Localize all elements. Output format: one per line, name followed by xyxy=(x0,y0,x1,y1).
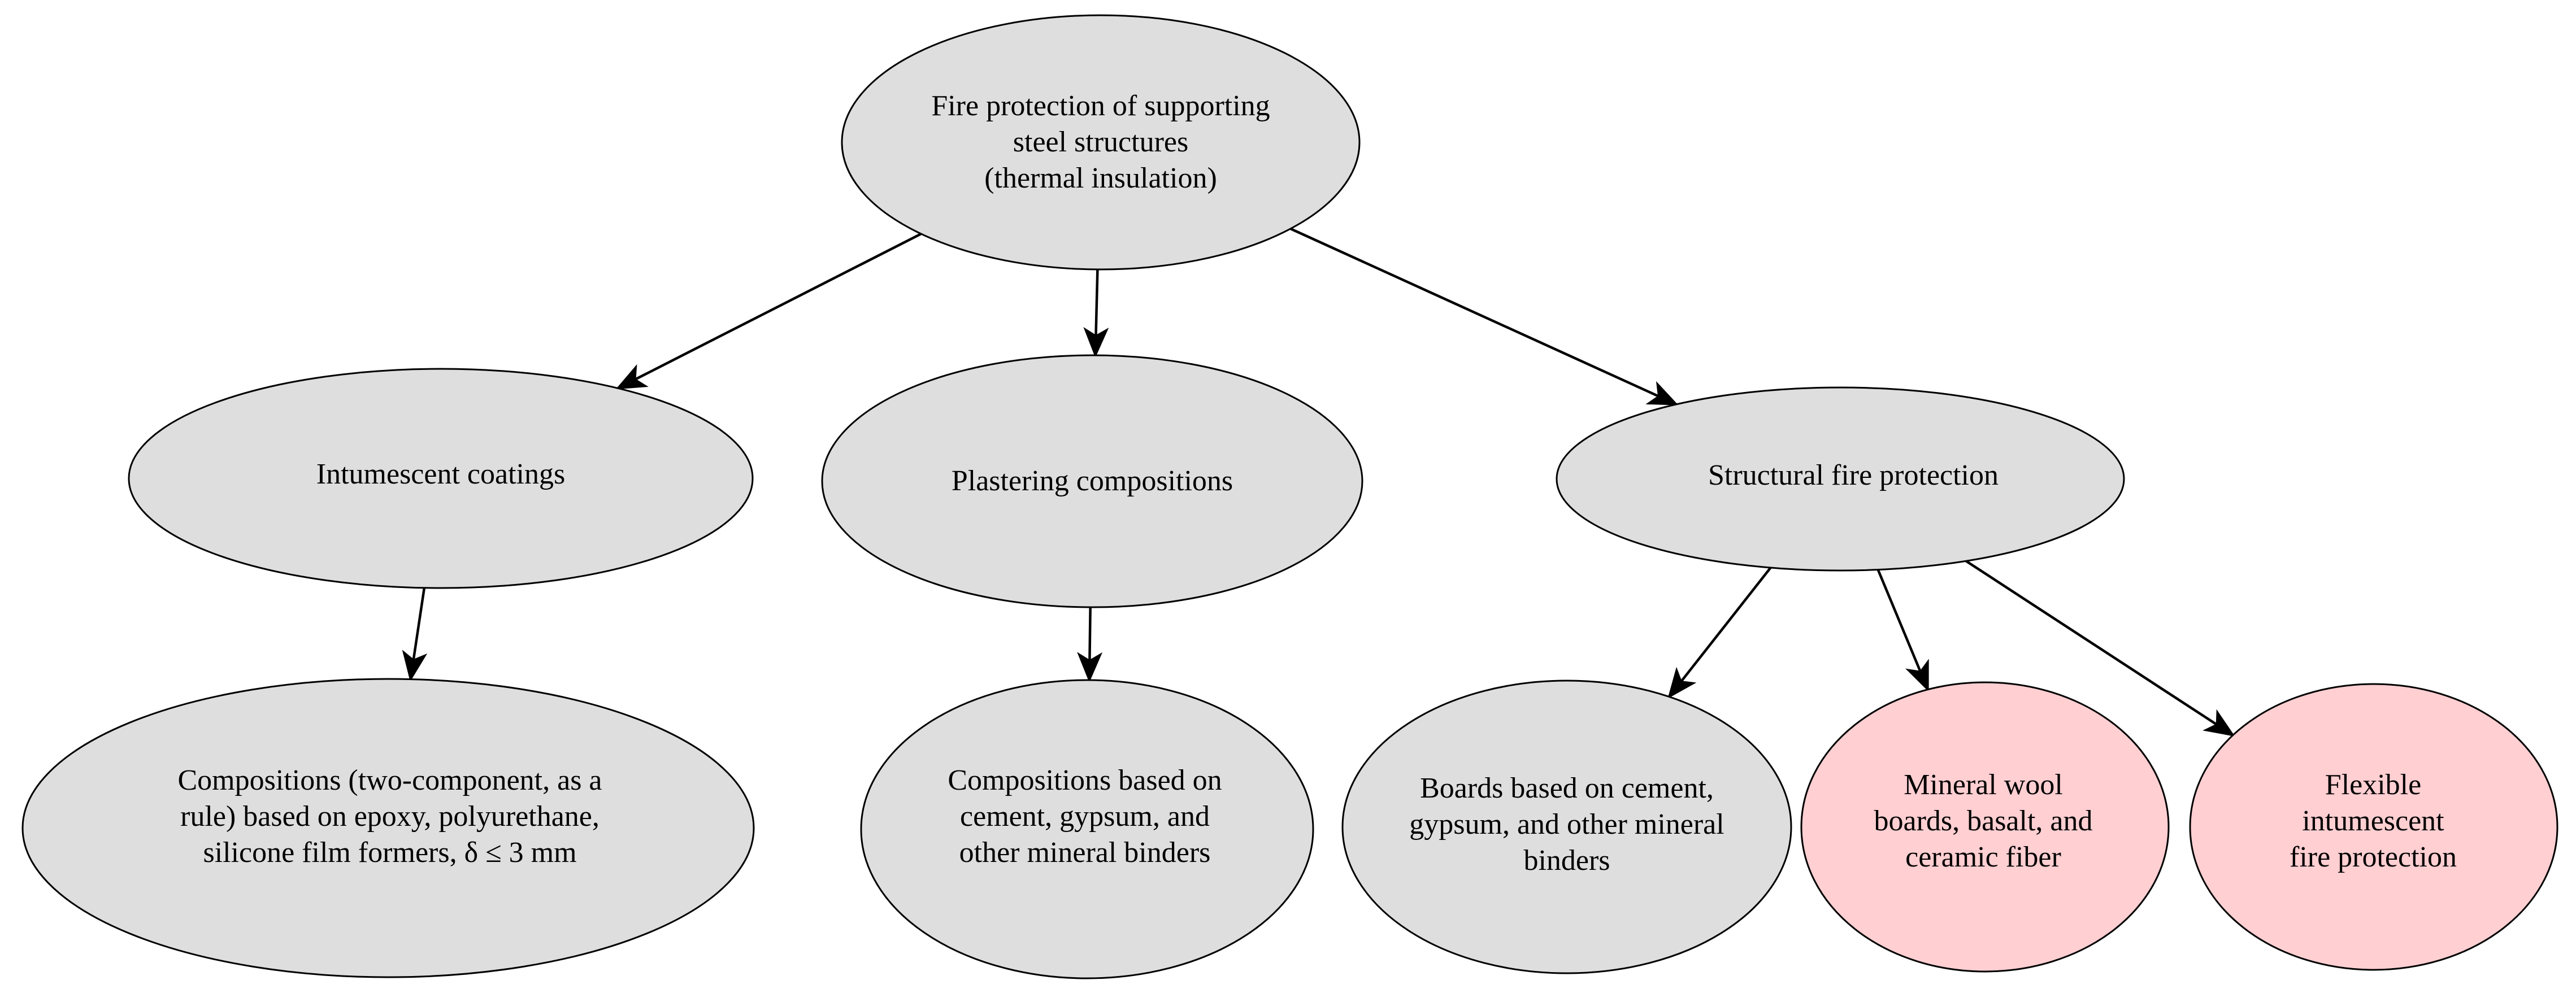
edge-structural-to-boards-mineral xyxy=(1667,567,1772,699)
node-plastering-shape xyxy=(821,354,1363,608)
node-flexible-label: Flexible intumescent fire protection xyxy=(2290,769,2457,873)
node-structural-shape xyxy=(1556,386,2125,572)
node-structural-label: Structural fire protection xyxy=(1708,459,1999,491)
node-mineral-wool-label: Mineral wool boards, basalt, and ceramic… xyxy=(1874,769,2093,873)
node-plastering-label: Plastering compositions xyxy=(951,465,1233,497)
node-flexible-shape xyxy=(2189,683,2558,971)
edge-root-to-plastering xyxy=(1083,269,1109,358)
node-compositions-film-label: Compositions (two-component, as a rule) … xyxy=(177,764,602,869)
node-intumescent-shape xyxy=(128,368,754,589)
node-compositions-mineral-label: Compositions based on cement, gypsum, an… xyxy=(948,764,1222,869)
edge-structural-to-mineral-wool xyxy=(1876,569,1929,692)
node-compositions-mineral-shape xyxy=(860,679,1314,979)
node-boards-mineral-shape xyxy=(1341,680,1792,974)
node-root-label: Fire protection of supporting steel stru… xyxy=(931,90,1270,194)
edge-intumescent-to-compositions-film xyxy=(402,587,428,682)
edge-plastering-to-compositions-mineral xyxy=(1077,607,1103,683)
edge-root-to-intumescent xyxy=(615,232,922,390)
node-root-shape xyxy=(841,14,1361,271)
node-mineral-wool-shape xyxy=(1800,681,2170,973)
node-compositions-film-shape xyxy=(21,678,755,978)
edge-root-to-structural xyxy=(1289,227,1679,406)
edge-structural-to-flexible xyxy=(1965,560,2235,737)
nodes-layer xyxy=(21,14,2558,979)
node-intumescent-label: Intumescent coatings xyxy=(316,458,566,490)
edges-layer xyxy=(402,227,2235,737)
node-boards-mineral-label: Boards based on cement, gypsum, and othe… xyxy=(1409,772,1724,877)
